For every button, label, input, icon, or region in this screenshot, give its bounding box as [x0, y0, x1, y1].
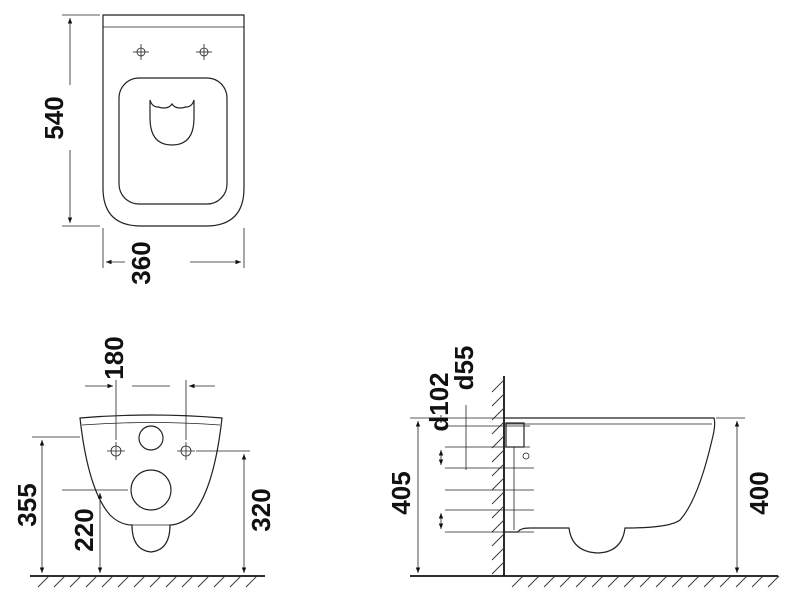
side-view: d102 d55 405 400 [386, 346, 780, 588]
front-inlet-hole [138, 425, 164, 451]
dim-pipe-height-405: 405 [386, 471, 416, 514]
top-view-bolt-right [196, 44, 212, 60]
dim-rim-height-400: 400 [744, 471, 774, 514]
dim-bolt-height-320: 320 [246, 488, 276, 531]
dim-width-360: 360 [126, 241, 156, 284]
front-bolt-right [177, 442, 195, 460]
front-ground-hatch [37, 575, 258, 588]
top-view-outline [102, 14, 245, 227]
top-view-outlet [149, 99, 195, 146]
front-bolt-left [107, 442, 125, 460]
top-view-bolt-left [133, 44, 149, 60]
dim-height-355: 355 [12, 483, 42, 526]
side-inlet-connector [505, 422, 525, 448]
dim-bolt-spacing-180: 180 [99, 336, 129, 379]
side-view-outline [504, 417, 716, 554]
front-view-outline [79, 414, 223, 553]
side-wall-hatch [491, 379, 505, 575]
top-view-basin [118, 77, 228, 205]
front-outlet-hole [130, 469, 172, 511]
dim-outlet-220: 220 [69, 508, 99, 551]
side-bolt-hole [522, 452, 530, 460]
dim-pipe-d102: d102 [424, 372, 454, 431]
top-view: 540 360 [39, 14, 245, 285]
side-ground-hatch [511, 575, 780, 588]
dim-pipe-d55: d55 [449, 346, 479, 391]
front-view: 180 355 220 320 [12, 336, 276, 588]
dim-depth-540: 540 [39, 96, 69, 139]
